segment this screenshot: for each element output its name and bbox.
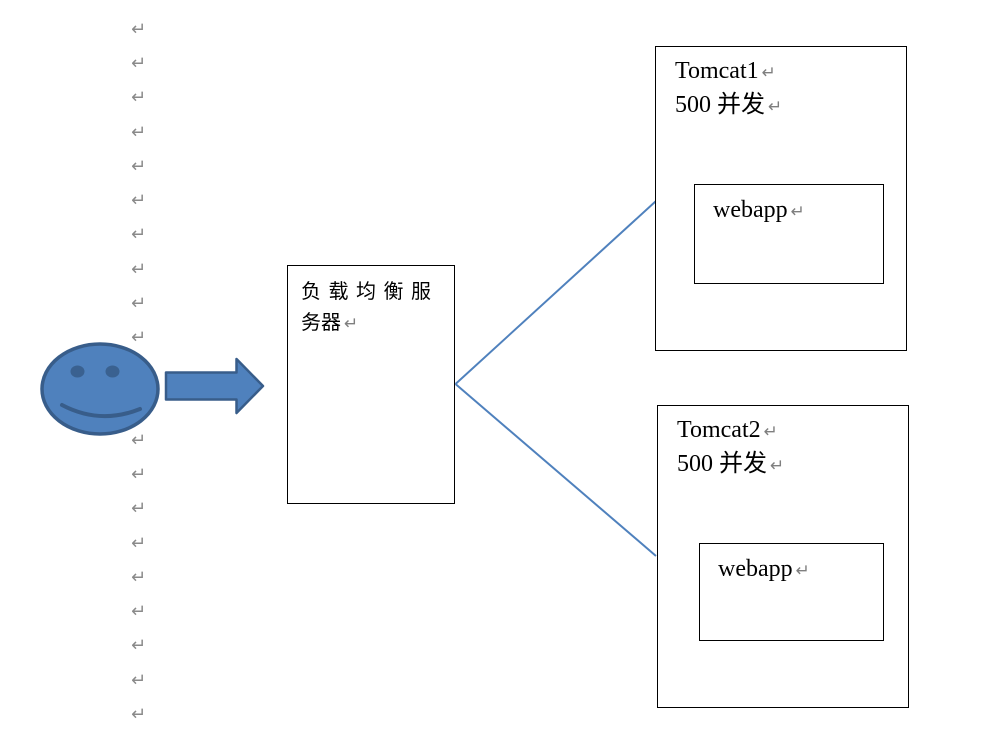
load-balancer-label-line2: 务器↵ [301, 308, 454, 340]
smiley-head[interactable] [40, 342, 160, 436]
tomcat2-capacity: 500 并发 [677, 451, 767, 477]
load-balancer-label-line2-text: 务器 [301, 312, 341, 334]
paragraph-mark: ↵ [768, 97, 783, 117]
paragraph-mark: ↵ [131, 601, 147, 622]
tomcat2-webapp-box[interactable]: webapp↵ [699, 543, 884, 641]
paragraph-mark: ↵ [131, 430, 147, 451]
paragraph-mark: ↵ [131, 670, 147, 691]
tomcat1-capacity-line: 500 并发↵ [675, 89, 906, 123]
paragraph-mark: ↵ [770, 456, 785, 476]
connector-to-tomcat1[interactable] [454, 200, 657, 385]
paragraph-mark: ↵ [131, 533, 147, 554]
tomcat1-webapp-label: webapp [713, 197, 788, 223]
paragraph-mark: ↵ [131, 293, 147, 314]
tomcat1-capacity: 500 并发 [675, 92, 765, 118]
tomcat2-box[interactable]: Tomcat2↵ 500 并发↵ webapp↵ [657, 405, 909, 708]
tomcat1-webapp-line: webapp↵ [713, 194, 883, 228]
paragraph-mark: ↵ [131, 19, 147, 40]
tomcat2-title-line: Tomcat2↵ [677, 414, 908, 448]
paragraph-mark: ↵ [763, 422, 778, 442]
smiley-face[interactable] [40, 342, 160, 436]
paragraph-mark: ↵ [131, 704, 147, 725]
tomcat2-capacity-line: 500 并发↵ [677, 448, 908, 482]
right-arrow-shape[interactable] [164, 357, 265, 415]
paragraph-mark: ↵ [131, 190, 147, 211]
tomcat2-webapp-label: webapp [718, 556, 793, 582]
smiley-left-eye-icon [70, 365, 85, 378]
paragraph-mark: ↵ [131, 635, 147, 656]
tomcat1-title: Tomcat1 [675, 58, 759, 84]
paragraph-mark: ↵ [131, 464, 147, 485]
paragraph-mark: ↵ [131, 259, 147, 280]
tomcat1-title-line: Tomcat1↵ [675, 55, 906, 89]
paragraph-mark: ↵ [131, 327, 147, 348]
paragraph-mark: ↵ [131, 224, 147, 245]
paragraph-mark: ↵ [790, 202, 805, 222]
load-balancer-label-line1: 负载均衡服 [301, 281, 439, 303]
paragraph-mark: ↵ [761, 63, 776, 83]
load-balancer-box[interactable]: 负载均衡服 务器↵ [287, 265, 455, 504]
smiley-right-eye-icon [105, 365, 120, 378]
tomcat2-title: Tomcat2 [677, 417, 761, 443]
tomcat1-box[interactable]: Tomcat1↵ 500 并发↵ webapp↵ [655, 46, 907, 351]
paragraph-mark: ↵ [131, 53, 147, 74]
paragraph-mark: ↵ [795, 561, 810, 581]
paragraph-mark: ↵ [131, 567, 147, 588]
smiley-mouth-icon [60, 403, 142, 419]
connector-to-tomcat2[interactable] [454, 383, 657, 557]
paragraph-mark: ↵ [344, 314, 359, 334]
paragraph-mark: ↵ [131, 498, 147, 519]
tomcat1-webapp-box[interactable]: webapp↵ [694, 184, 884, 284]
paragraph-mark: ↵ [131, 122, 147, 143]
paragraph-mark: ↵ [131, 156, 147, 177]
paragraph-mark: ↵ [131, 87, 147, 108]
tomcat2-webapp-line: webapp↵ [718, 553, 883, 587]
